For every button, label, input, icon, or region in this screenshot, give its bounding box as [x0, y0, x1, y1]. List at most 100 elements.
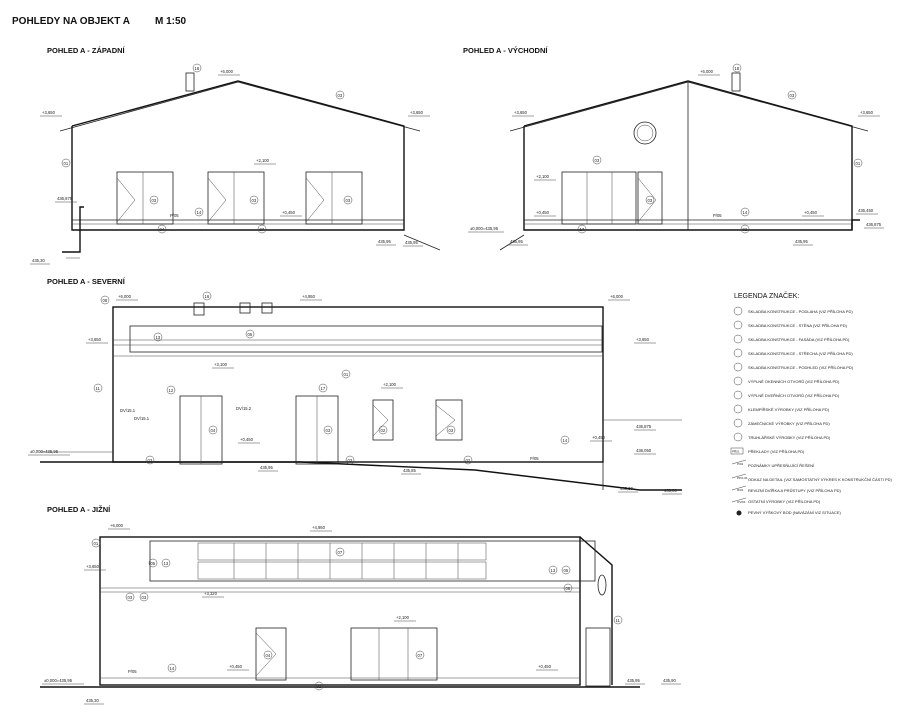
- svg-text:+6,000: +6,000: [610, 294, 624, 299]
- svg-text:±0,000=435,95: ±0,000=435,95: [44, 678, 73, 683]
- svg-text:17: 17: [321, 386, 326, 391]
- svg-text:04: 04: [160, 227, 165, 232]
- svg-text:P/05: P/05: [713, 213, 722, 218]
- svg-text:03: 03: [648, 198, 653, 203]
- svg-text:SKLADBA KONSTRUKCE - PODHLED (: SKLADBA KONSTRUKCE - PODHLED (VIZ PŘÍLOH…: [748, 365, 854, 370]
- svg-text:02: 02: [466, 458, 471, 463]
- svg-text:+3,650: +3,650: [86, 564, 100, 569]
- svg-text:14: 14: [743, 210, 748, 215]
- legend-title: LEGENDA ZNAČEK:: [734, 291, 799, 300]
- svg-text:436,875: 436,875: [866, 222, 882, 227]
- svg-text:PŘEKLADY (VIZ PŘÍLOHA PD): PŘEKLADY (VIZ PŘÍLOHA PD): [748, 449, 805, 454]
- svg-text:P/05: P/05: [530, 456, 539, 461]
- south-openings: [255, 627, 611, 687]
- svg-text:11: 11: [96, 386, 101, 391]
- svg-text:+6,000: +6,000: [700, 69, 714, 74]
- svg-text:05: 05: [151, 561, 156, 566]
- svg-text:03: 03: [449, 428, 454, 433]
- east-tags: 01 03 18 14 03 17 03 02: [577, 63, 863, 234]
- north-level-markers: +6,000 +4,950 +6,000 +3,650 +3,650 +3,10…: [28, 294, 682, 495]
- svg-text:03: 03: [348, 458, 353, 463]
- view-east-title: POHLED A - VÝCHODNÍ: [463, 46, 548, 55]
- svg-text:PP/1.01: PP/1.01: [737, 476, 748, 480]
- svg-text:435,80: 435,80: [664, 488, 677, 493]
- svg-text:+0,450: +0,450: [282, 210, 296, 215]
- view-south: POHLED A - JIŽNÍ: [40, 505, 681, 705]
- svg-text:17: 17: [580, 227, 585, 232]
- legend-items: SKLADBA KONSTRUKCE - PODLAHA (VIZ PŘÍLOH…: [730, 306, 893, 516]
- svg-text:+3,650: +3,650: [42, 110, 56, 115]
- svg-text:03: 03: [338, 93, 343, 98]
- svg-text:+3,650: +3,650: [514, 110, 528, 115]
- west-openings: [116, 171, 363, 225]
- svg-text:08: 08: [566, 586, 571, 591]
- svg-text:POZNÁMKY UPŘESŇUJÍCÍ ŘEŠENÍ: POZNÁMKY UPŘESŇUJÍCÍ ŘEŠENÍ: [748, 463, 815, 468]
- svg-text:436,050: 436,050: [636, 448, 652, 453]
- svg-text:+3,650: +3,650: [88, 337, 102, 342]
- svg-text:+2,100: +2,100: [536, 174, 550, 179]
- svg-text:SKLADBA KONSTRUKCE - PODLAHA (: SKLADBA KONSTRUKCE - PODLAHA (VIZ PŘÍLOH…: [748, 309, 853, 314]
- south-level-markers: +6,000 +4,950 +3,650 +3,320 +2,100 +0,45…: [42, 523, 681, 705]
- svg-text:03: 03: [142, 595, 147, 600]
- svg-text:P/05: P/05: [128, 669, 137, 674]
- svg-text:+0,450: +0,450: [592, 435, 606, 440]
- svg-text:REVIZNÍ DVÍŘKA A PRŮSTUPY (VIZ: REVIZNÍ DVÍŘKA A PRŮSTUPY (VIZ PŘÍLOHA P…: [748, 488, 842, 493]
- svg-text:12: 12: [169, 388, 174, 393]
- sheet-scale: M 1:50: [155, 16, 187, 27]
- view-north-title: POHLED A - SEVERNÍ: [47, 277, 126, 286]
- svg-text:13: 13: [551, 568, 556, 573]
- svg-text:KLEMPÍŘSKÉ VÝROBKY (VIZ PŘÍLOH: KLEMPÍŘSKÉ VÝROBKY (VIZ PŘÍLOHA PD): [748, 407, 830, 412]
- svg-text:18: 18: [735, 66, 740, 71]
- svg-text:14: 14: [197, 210, 202, 215]
- svg-text:435,90: 435,90: [663, 678, 676, 683]
- svg-text:TRUHLÁŘSKÉ VÝROBKY (VIZ PŘÍLOH: TRUHLÁŘSKÉ VÝROBKY (VIZ PŘÍLOHA PD): [748, 435, 831, 440]
- svg-text:DV/15.2: DV/15.2: [236, 406, 252, 411]
- svg-text:436,875: 436,875: [636, 424, 652, 429]
- svg-text:ZÁMEČNICKÉ VÝROBKY (VIZ PŘÍLOH: ZÁMEČNICKÉ VÝROBKY (VIZ PŘÍLOHA PD): [748, 421, 830, 426]
- view-east: POHLED A - VÝCHODNÍ +6,000 +3,650 +3,650: [463, 46, 884, 251]
- sheet-title: POHLEDY NA OBJEKT A: [12, 16, 130, 27]
- west-tags: 01 03 18 14 04 03 03 03 07: [61, 63, 353, 234]
- svg-text:03: 03: [595, 158, 600, 163]
- svg-text:435,30: 435,30: [32, 258, 45, 263]
- svg-text:+6,000: +6,000: [110, 523, 124, 528]
- svg-text:PEVNÝ VÝŠKOVÝ BOD (NAVÁZÁNÍ VI: PEVNÝ VÝŠKOVÝ BOD (NAVÁZÁNÍ VIZ SITUACE): [748, 510, 842, 515]
- south-band-divisions: [233, 543, 459, 579]
- svg-text:VÝPLNĚ DVEŘNÍCH OTVORŮ (VIZ PŘ: VÝPLNĚ DVEŘNÍCH OTVORŮ (VIZ PŘÍLOHA PD): [748, 393, 840, 398]
- svg-text:02: 02: [381, 428, 386, 433]
- svg-text:R/01: R/01: [737, 488, 744, 492]
- svg-text:+3,100: +3,100: [214, 362, 228, 367]
- svg-text:435,85: 435,85: [403, 468, 416, 473]
- svg-text:OSTATNÍ VÝROBKY (VIZ PŘÍLOHA P: OSTATNÍ VÝROBKY (VIZ PŘÍLOHA PD): [748, 499, 821, 504]
- svg-text:03: 03: [346, 198, 351, 203]
- svg-text:VÝPLNĚ OKENNÍCH OTVORŮ (VIZ PŘ: VÝPLNĚ OKENNÍCH OTVORŮ (VIZ PŘÍLOHA PD): [748, 379, 840, 384]
- svg-text:SKLADBA KONSTRUKCE - FASÁDA (V: SKLADBA KONSTRUKCE - FASÁDA (VIZ PŘÍLOHA…: [748, 337, 850, 342]
- svg-text:DV/15.1: DV/15.1: [134, 416, 150, 421]
- svg-text:01: 01: [64, 161, 69, 166]
- view-north: POHLED A - SEVERNÍ +6,000: [28, 277, 682, 495]
- svg-text:435,30: 435,30: [86, 698, 99, 703]
- svg-text:+0,450: +0,450: [240, 437, 254, 442]
- east-openings: [561, 171, 663, 225]
- svg-text:+6,000: +6,000: [118, 294, 132, 299]
- svg-text:435,95: 435,95: [260, 465, 273, 470]
- svg-text:+4,950: +4,950: [312, 525, 326, 530]
- svg-text:+3,650: +3,650: [636, 337, 650, 342]
- svg-text:05: 05: [564, 568, 569, 573]
- svg-text:435,95: 435,95: [510, 239, 523, 244]
- svg-text:01: 01: [344, 372, 349, 377]
- svg-text:04: 04: [266, 653, 271, 658]
- svg-text:SKLADBA KONSTRUKCE - STĚNA (VI: SKLADBA KONSTRUKCE - STĚNA (VIZ PŘÍLOHA …: [748, 323, 848, 328]
- svg-text:PŘ01: PŘ01: [732, 449, 740, 454]
- view-south-title: POHLED A - JIŽNÍ: [47, 505, 111, 514]
- svg-text:435,95: 435,95: [378, 239, 391, 244]
- svg-text:03: 03: [128, 595, 133, 600]
- svg-text:+2,100: +2,100: [396, 615, 410, 620]
- west-level-markers: +6,000 +3,650 +3,650 +2,100 +0,450 435,9…: [30, 69, 430, 265]
- svg-text:04: 04: [211, 428, 216, 433]
- svg-text:03: 03: [148, 458, 153, 463]
- svg-text:+3,650: +3,650: [410, 110, 424, 115]
- svg-text:+6,000: +6,000: [220, 69, 234, 74]
- svg-text:03: 03: [252, 198, 257, 203]
- svg-text:01: 01: [856, 161, 861, 166]
